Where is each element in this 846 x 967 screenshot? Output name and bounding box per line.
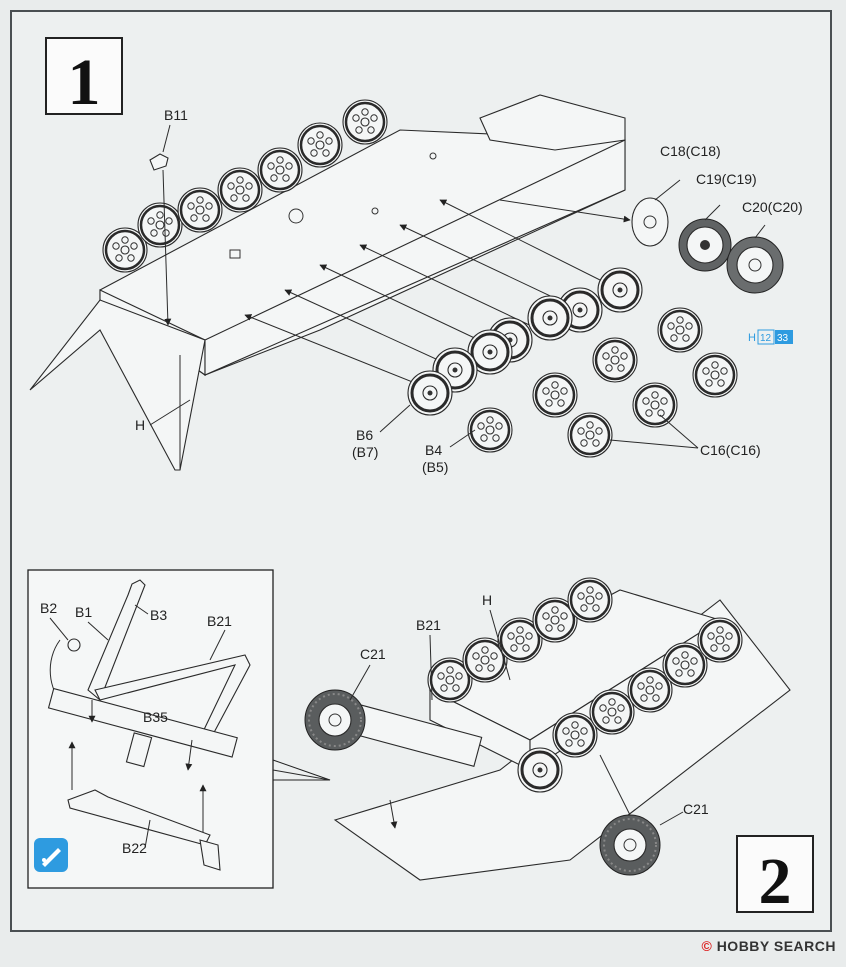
- step-2-number: 2: [759, 845, 792, 918]
- step-1-number: 1: [68, 46, 101, 119]
- step-2-labels: H B21 C21 C21: [349, 592, 709, 826]
- road-wheels: [406, 266, 739, 459]
- step-1-labels: H B6 (B7) B4 (B5) C16(C16): [135, 399, 761, 475]
- glue-tube-icon: [34, 838, 68, 872]
- label-c21-right: C21: [683, 801, 709, 817]
- label-h-step2: H: [482, 592, 492, 608]
- assembly-arrows: [244, 199, 621, 386]
- label-c20: C20(C20): [742, 199, 803, 215]
- label-h-step1: H: [135, 417, 145, 433]
- front-tires: [304, 689, 661, 876]
- label-b22: B22: [122, 840, 147, 856]
- label-b4: B4: [425, 442, 442, 458]
- label-c16: C16(C16): [700, 442, 761, 458]
- label-b5: (B5): [422, 459, 448, 475]
- brand-name: HOBBY SEARCH: [716, 938, 836, 954]
- part-b11: B11: [149, 107, 188, 326]
- label-b1: B1: [75, 604, 92, 620]
- label-b2: B2: [40, 600, 57, 616]
- footer-watermark: © HOBBY SEARCH: [701, 938, 836, 954]
- paint-ref-prefix: H: [748, 332, 756, 344]
- label-b21-detail: B21: [207, 613, 232, 629]
- label-b6: B6: [356, 427, 373, 443]
- label-c21-left: C21: [360, 646, 386, 662]
- step-2-badge: 2: [736, 835, 814, 918]
- label-b3: B3: [150, 607, 167, 623]
- label-b35: B35: [143, 709, 168, 725]
- label-b11: B11: [164, 107, 188, 123]
- paint-ref-code1: 12: [760, 333, 772, 344]
- sprocket-assembly: C18(C18) C19(C19) C20(C20): [499, 143, 803, 294]
- hull-part-h: [29, 94, 626, 471]
- label-c19: C19(C19): [696, 171, 757, 187]
- label-b7: (B7): [352, 444, 378, 460]
- paint-reference: H 12 33: [748, 329, 793, 345]
- step-1-badge: 1: [45, 37, 123, 119]
- label-c18: C18(C18): [660, 143, 721, 159]
- copyright-mark: ©: [701, 938, 713, 954]
- paint-ref-code2: 33: [777, 333, 789, 344]
- detail-box: B2 B1 B3 B21 B35 B22: [27, 569, 331, 889]
- label-b21-main: B21: [416, 617, 441, 633]
